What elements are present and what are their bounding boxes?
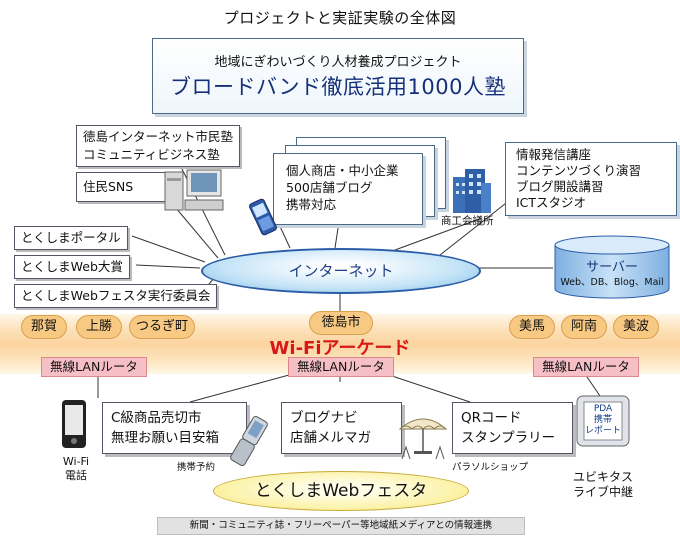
qr-line-1: QRコード: [461, 410, 522, 426]
coupon-line-2: 無理お願い目安箱: [111, 430, 219, 446]
server-cylinder: [554, 235, 670, 299]
pda-label: ユビキタス ライブ中継: [566, 470, 640, 500]
flip-phone-icon: [230, 415, 268, 467]
store-line-1: 個人商店・中小企業: [286, 163, 399, 178]
blognavi-line-1: ブログナビ: [290, 410, 358, 426]
router-center: 無線LANルータ: [288, 357, 394, 377]
coupon-line-1: C級商品売切市: [111, 410, 202, 426]
coupon-box: C級商品売切市 無理お願い目安箱: [102, 402, 247, 454]
project-subtitle: 地域にぎわいづくり人材養成プロジェクト: [214, 55, 462, 70]
pda-label-1: ユビキタス: [572, 470, 633, 484]
project-banner: 地域にぎわいづくり人材養成プロジェクト ブロードバンド徹底活用1000人塾: [152, 38, 524, 114]
mobile-phone-icon: [249, 198, 277, 236]
sns-label: 住民SNS: [83, 179, 134, 194]
pda-screen-2: 携帯: [593, 415, 612, 425]
wifi-phone-label: Wi-Fi 電話: [54, 455, 98, 483]
project-main-title: ブロードバンド徹底活用1000人塾: [170, 75, 506, 99]
committee-label: とくしまWebフェスタ実行委員会: [21, 288, 211, 303]
qr-line-2: スタンプラリー: [461, 430, 556, 446]
pda-icon: [576, 395, 630, 447]
store-text: 個人商店・中小企業 500店舗ブログ 携帯対応: [286, 162, 399, 213]
qr-box: QRコード スタンプラリー: [452, 402, 573, 454]
blognavi-box: ブログナビ 店舗メルマガ: [281, 402, 402, 454]
store-line-2: 500店舗ブログ: [286, 180, 373, 195]
juku-line-1: 徳島インターネット市民塾: [83, 129, 234, 144]
footer-note: 新聞・コミュニティ誌・フリーペーパー等地域紙メディアとの情報連携: [157, 517, 525, 535]
parasol-icon: [398, 418, 448, 460]
course-2: コンテンツづくり演習: [516, 163, 642, 178]
pda-screen-3: レポート: [584, 426, 621, 436]
committee-box: とくしまWebフェスタ実行委員会: [14, 284, 218, 308]
town-mima: 美馬: [509, 315, 555, 339]
building-icon: [453, 169, 491, 213]
web-festa-ellipse: とくしまWebフェスタ: [213, 471, 469, 511]
town-anan: 阿南: [561, 315, 607, 339]
diagram-title: プロジェクトと実証実験の全体図: [223, 9, 457, 27]
portal-label: とくしまポータル: [21, 230, 121, 245]
town-tokushima: 徳島市: [309, 311, 373, 335]
wifi-phone-line-1: Wi-Fi: [62, 455, 90, 468]
internet-label: インターネット: [288, 262, 394, 280]
router-right: 無線LANルータ: [533, 357, 639, 377]
store-line-3: 携帯対応: [286, 197, 337, 212]
keitai-yoyaku-label: 携帯予約: [177, 462, 216, 473]
sns-box: 住民SNS: [76, 172, 177, 202]
store-box: 個人商店・中小企業 500店舗ブログ 携帯対応: [273, 153, 423, 225]
juku-box: 徳島インターネット市民塾 コミュニティビジネス塾: [76, 125, 241, 167]
arcade-title: Wi-Fiアーケード: [269, 338, 411, 359]
courses-box: 情報発信講座 コンテンツづくり演習 ブログ開設講習 ICTスタジオ: [505, 142, 677, 216]
parasol-shop-label: パラソルショップ: [452, 462, 529, 473]
server-title: サーバー: [586, 260, 638, 275]
pda-label-2: ライブ中継: [572, 485, 633, 499]
course-3: ブログ開設講習: [516, 179, 604, 194]
juku-line-2: コミュニティビジネス塾: [83, 147, 220, 162]
award-box: とくしまWeb大賞: [14, 255, 130, 279]
wifi-phone-line-2: 電話: [65, 469, 87, 482]
course-4: ICTスタジオ: [516, 195, 587, 210]
town-naka: 那賀: [21, 315, 67, 339]
pda-screen-1: PDA: [593, 404, 613, 414]
blognavi-line-2: 店舗メルマガ: [290, 430, 371, 446]
router-left: 無線LANルータ: [41, 357, 147, 377]
pc-icon: [164, 169, 224, 211]
server-detail: Web、DB、Blog、Mail: [560, 277, 664, 288]
award-label: とくしまWeb大賞: [21, 259, 123, 274]
course-1: 情報発信講座: [516, 147, 592, 162]
chamber-label: 商工会議所: [441, 215, 494, 227]
town-tsurugi: つるぎ町: [129, 315, 195, 339]
wifi-phone-icon: [62, 400, 86, 448]
town-minami: 美波: [613, 315, 659, 339]
town-kamikatsu: 上勝: [76, 315, 122, 339]
internet-cloud: インターネット: [201, 248, 481, 294]
pda-screen: PDA 携帯 レポート: [584, 404, 622, 437]
courses-text: 情報発信講座 コンテンツづくり演習 ブログ開設講習 ICTスタジオ: [516, 147, 641, 211]
portal-box: とくしまポータル: [14, 226, 128, 250]
